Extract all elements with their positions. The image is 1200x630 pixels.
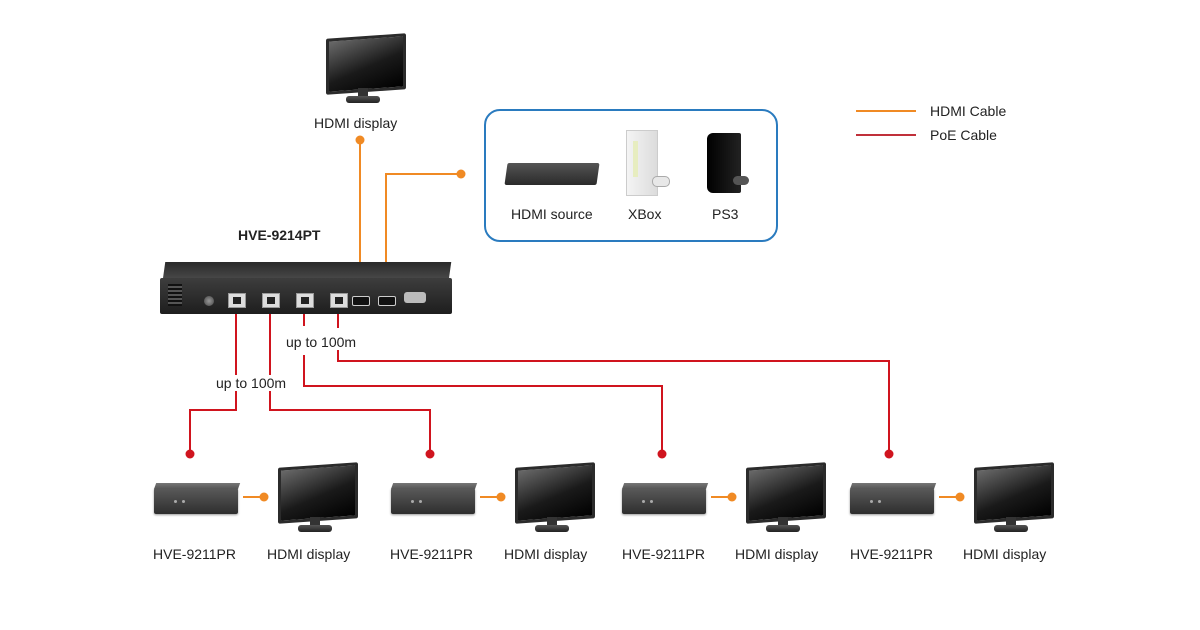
hdmi-connector-dot: [955, 492, 965, 502]
hdmi-in-port-icon: [378, 296, 396, 306]
receiver-model-label: HVE-9211PR: [153, 546, 237, 562]
receiver-device-icon: [850, 488, 934, 514]
rj45-port-icon: [262, 293, 280, 308]
receiver-display-label: HDMI display: [963, 546, 1047, 562]
poe-cable-1: [189, 306, 237, 454]
source-label-xbox: XBox: [628, 206, 662, 222]
hdmi-connector-dot: [496, 492, 506, 502]
hdmi-connector-dot: [259, 492, 269, 502]
vent-grille: [168, 284, 182, 306]
monitor-icon: [324, 33, 406, 108]
rj45-port-icon: [296, 293, 314, 308]
receiver-model-label: HVE-9211PR: [622, 546, 706, 562]
receiver-device-icon: [154, 488, 238, 514]
receiver-display-label: HDMI display: [267, 546, 351, 562]
source-group-box: [484, 109, 778, 242]
receiver-device-icon: [622, 488, 706, 514]
hdmi-connector-dot: [727, 492, 737, 502]
rs232-port-icon: [404, 292, 426, 303]
transmitter-model-label: HVE-9214PT: [238, 227, 321, 243]
hdmi-cable-source: [385, 173, 461, 292]
hdmi-out-port-icon: [352, 296, 370, 306]
distance-label: up to 100m: [286, 334, 357, 350]
poe-connector-dot: [884, 449, 894, 459]
poe-connector-dot: [185, 449, 195, 459]
monitor-icon: [276, 462, 358, 537]
monitor-icon: [513, 462, 595, 537]
rj45-port-icon: [228, 293, 246, 308]
set-top-box-icon: [504, 163, 600, 185]
legend-hdmi-label: HDMI Cable: [930, 103, 1007, 119]
poe-cable-3b: [303, 355, 663, 454]
legend-poe-label: PoE Cable: [930, 127, 997, 143]
source-label-ps3: PS3: [712, 206, 739, 222]
hdmi-connector-dot: [355, 135, 365, 145]
poe-connector-dot: [657, 449, 667, 459]
hdmi-connector-dot: [456, 169, 466, 179]
poe-connector-dot: [425, 449, 435, 459]
receiver-display-label: HDMI display: [504, 546, 588, 562]
top-display-label: HDMI display: [314, 115, 398, 131]
monitor-icon: [744, 462, 826, 537]
source-label-hdmi: HDMI source: [511, 206, 593, 222]
controller-icon: [652, 176, 670, 187]
poe-cable-4b: [337, 350, 890, 454]
receiver-device-icon: [391, 488, 475, 514]
rj45-port-icon: [330, 293, 348, 308]
receiver-model-label: HVE-9211PR: [850, 546, 934, 562]
monitor-icon: [972, 462, 1054, 537]
distance-label: up to 100m: [216, 375, 287, 391]
controller-icon: [733, 176, 749, 185]
receiver-display-label: HDMI display: [735, 546, 819, 562]
poe-cable-2: [269, 306, 431, 454]
power-jack-icon: [204, 296, 214, 306]
receiver-model-label: HVE-9211PR: [390, 546, 474, 562]
